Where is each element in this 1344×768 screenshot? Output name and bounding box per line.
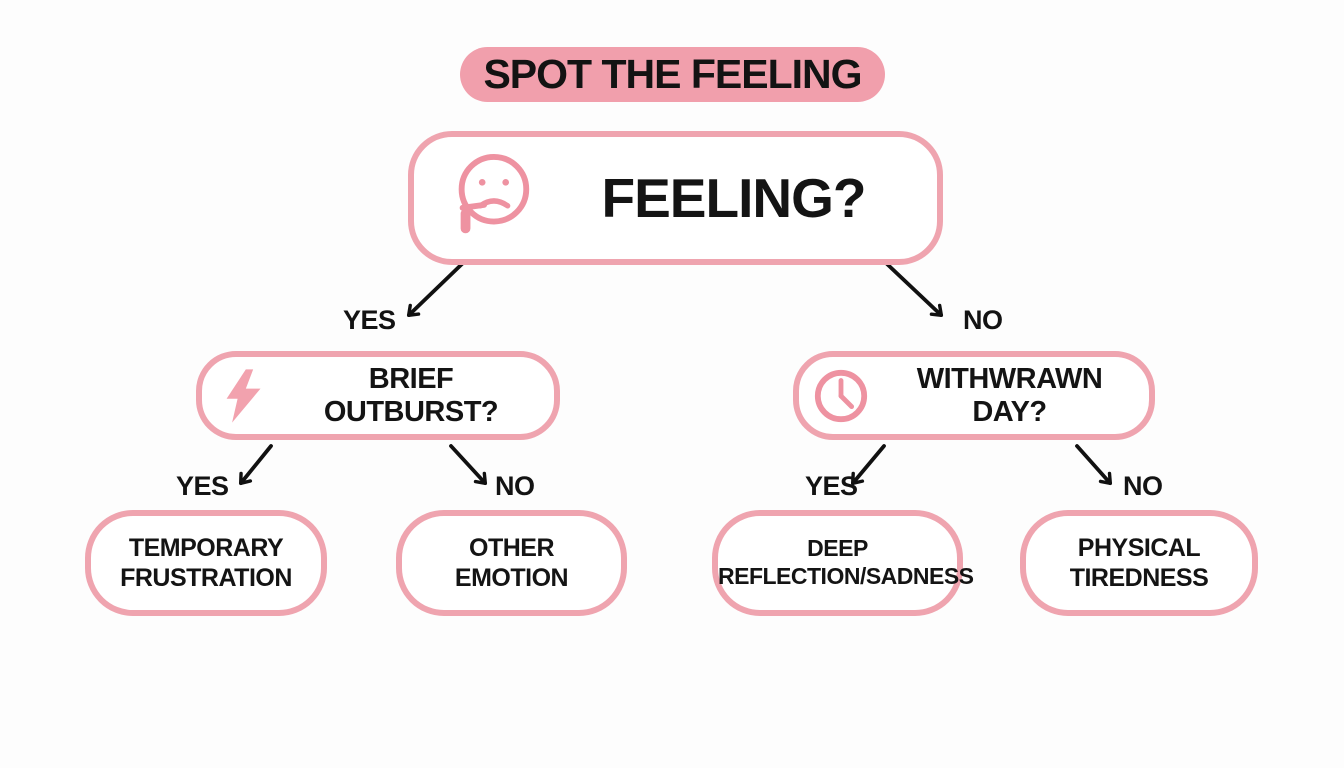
- arrow-outburst-yes: [238, 444, 273, 486]
- node-brief-outburst: BRIEF OUTBURST?: [196, 351, 560, 440]
- node-withdrawn-day-label: WITHWRAWN DAY?: [916, 362, 1103, 428]
- title-text: SPOT THE FEELING: [483, 51, 862, 97]
- node-feeling: FEELING?: [408, 131, 943, 265]
- node-physical-tiredness-label: PHYSICAL TIREDNESS: [1069, 534, 1209, 592]
- arrow-withdrawn-no: [1075, 444, 1113, 486]
- node-other-emotion-label: OTHER EMOTION: [454, 534, 569, 592]
- node-temporary-frustration-label: TEMPORARY FRUSTRATION: [120, 534, 292, 592]
- branch-label-outburst-yes: YES: [176, 471, 229, 501]
- branch-label-withdrawn-no: NO: [1123, 471, 1163, 501]
- arrow-outburst-no: [449, 444, 488, 486]
- node-physical-tiredness: PHYSICAL TIREDNESS: [1020, 510, 1258, 616]
- arrow-root-yes: [406, 261, 465, 318]
- thinking-face-icon: [458, 153, 530, 234]
- branch-label-root-no: NO: [963, 305, 1003, 335]
- lightning-icon: [226, 368, 261, 423]
- branch-label-outburst-no: NO: [495, 471, 535, 501]
- node-withdrawn-day: WITHWRAWN DAY?: [793, 351, 1155, 440]
- node-deep-reflection-sadness: DEEP REFLECTION/SADNESS: [712, 510, 974, 616]
- arrow-withdrawn-yes: [850, 444, 886, 486]
- arrow-root-no: [884, 261, 944, 318]
- node-deep-reflection-sadness-label: DEEP REFLECTION/SADNESS: [718, 535, 974, 589]
- node-other-emotion: OTHER EMOTION: [396, 510, 627, 616]
- branch-label-withdrawn-yes: YES: [805, 471, 858, 501]
- node-brief-outburst-label: BRIEF OUTBURST?: [323, 362, 499, 428]
- branch-label-root-yes: YES: [343, 305, 396, 335]
- clock-icon: [814, 369, 868, 422]
- title-badge: SPOT THE FEELING: [460, 47, 885, 102]
- node-feeling-label: FEELING?: [601, 167, 867, 229]
- node-temporary-frustration: TEMPORARY FRUSTRATION: [85, 510, 327, 616]
